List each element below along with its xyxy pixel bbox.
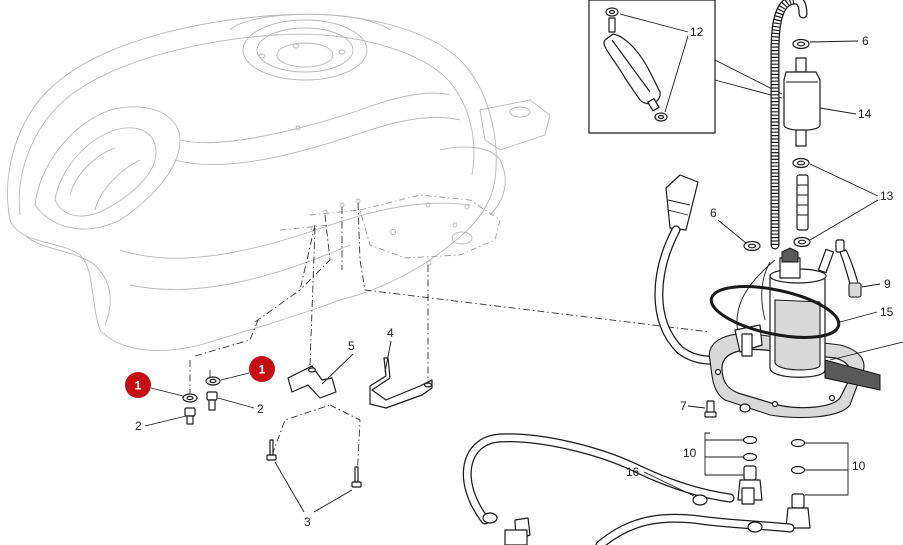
clamp-6-top: [792, 38, 810, 50]
callout-13: 13: [880, 189, 894, 203]
bolt-right: [206, 391, 218, 411]
callout-12: 12: [690, 25, 704, 39]
sensor-9: [835, 239, 862, 298]
callout-9: 9: [884, 277, 891, 291]
callout-2-left: 2: [135, 419, 142, 433]
electrical-connector: [654, 174, 745, 365]
fittings-left: [737, 435, 763, 505]
callout-16: 16: [626, 465, 640, 479]
bracket-5: [287, 365, 337, 399]
callout-10-right: 10: [852, 459, 866, 473]
fittings-right: [785, 438, 811, 529]
callout-15: 15: [880, 305, 894, 319]
callout-14: 14: [858, 107, 872, 121]
callout-10-left: 10: [683, 446, 697, 460]
fuel-pump-assembly: [708, 247, 881, 419]
callout-badge-1-right: 1: [249, 356, 275, 382]
svg-text:1: 1: [259, 363, 266, 377]
bracket-4: [369, 357, 433, 409]
screw-3-right: [351, 466, 362, 488]
clamp-6-mid: [743, 240, 761, 252]
washer-left: [182, 393, 198, 403]
callout-6-top: 6: [862, 34, 869, 48]
svg-text:1: 1: [135, 379, 142, 393]
callout-4: 4: [387, 326, 394, 340]
clamp-13-top: [792, 157, 810, 169]
washer-right: [205, 376, 221, 386]
screw-3-left: [266, 439, 277, 461]
lower-fuel-hoses: [462, 433, 795, 545]
callout-6-mid: 6: [710, 206, 717, 220]
corrugated-fuel-hose: [770, 0, 808, 250]
screw-7: [704, 400, 717, 418]
callout-3: 3: [304, 515, 311, 529]
inset-filter-detail: [588, 0, 716, 134]
callout-badge-1-left: 1: [125, 372, 151, 398]
short-hose-13: [796, 174, 809, 231]
callout-5: 5: [348, 339, 355, 353]
clamp-13-bottom: [793, 236, 811, 248]
fuel-filter-14: [783, 57, 821, 147]
assembly-lines: [189, 202, 711, 481]
o-ring-15: [709, 285, 841, 339]
bolt-left: [184, 407, 196, 425]
callout-7: 7: [680, 399, 687, 413]
callout-2-right: 2: [257, 402, 264, 416]
fuel-tank-outline: [7, 13, 551, 351]
